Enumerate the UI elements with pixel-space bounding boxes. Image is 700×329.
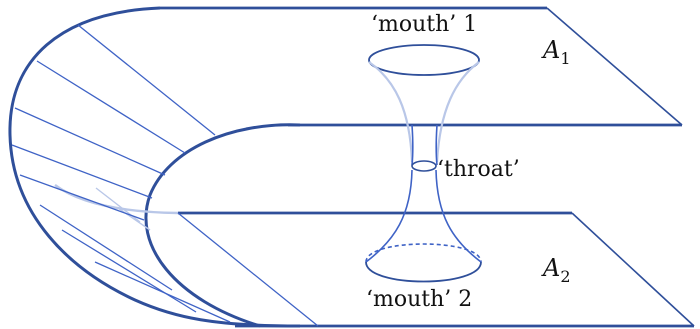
neck-lower-left (365, 169, 413, 263)
throat-label: ‘throat’ (437, 157, 520, 182)
region-a1-subscript: 1 (560, 49, 570, 68)
neck-upper-right (435, 61, 480, 163)
hidden-ruling-1 (117, 207, 151, 231)
lower-sheet (178, 211, 695, 328)
region-a2-label: A2 (541, 254, 571, 286)
neck-mid-right (435, 124, 438, 166)
mouth-2-front (365, 261, 482, 283)
inner-fold-curve (144, 123, 301, 328)
region-a1-label: A1 (541, 36, 571, 68)
mouth-2-label: ‘mouth’ 2 (366, 287, 472, 312)
upper-sheet-right-edge (546, 7, 683, 126)
mouth-1-label: ‘mouth’ 1 (371, 12, 477, 37)
neck-mid-left (411, 124, 414, 166)
tube-rulings-upper (11, 24, 216, 199)
region-a2-subscript: 2 (560, 267, 570, 286)
outer-fold-curve (8, 6, 301, 328)
throat-ellipse (411, 160, 437, 172)
neck-upper-left (368, 61, 414, 163)
hidden-fold-back (54, 184, 179, 215)
upper-sheet (160, 6, 683, 127)
mouth-1-ellipse (368, 44, 480, 76)
wormhole (365, 44, 482, 283)
neck-lower-right (435, 169, 482, 263)
folded-tube (8, 6, 319, 328)
region-a2-letter: A (541, 254, 560, 282)
tube-rulings-lower (19, 174, 319, 327)
mouth-2-back-dashed (365, 243, 482, 263)
region-a1-letter: A (541, 36, 560, 64)
lower-sheet-right-edge (571, 212, 695, 327)
